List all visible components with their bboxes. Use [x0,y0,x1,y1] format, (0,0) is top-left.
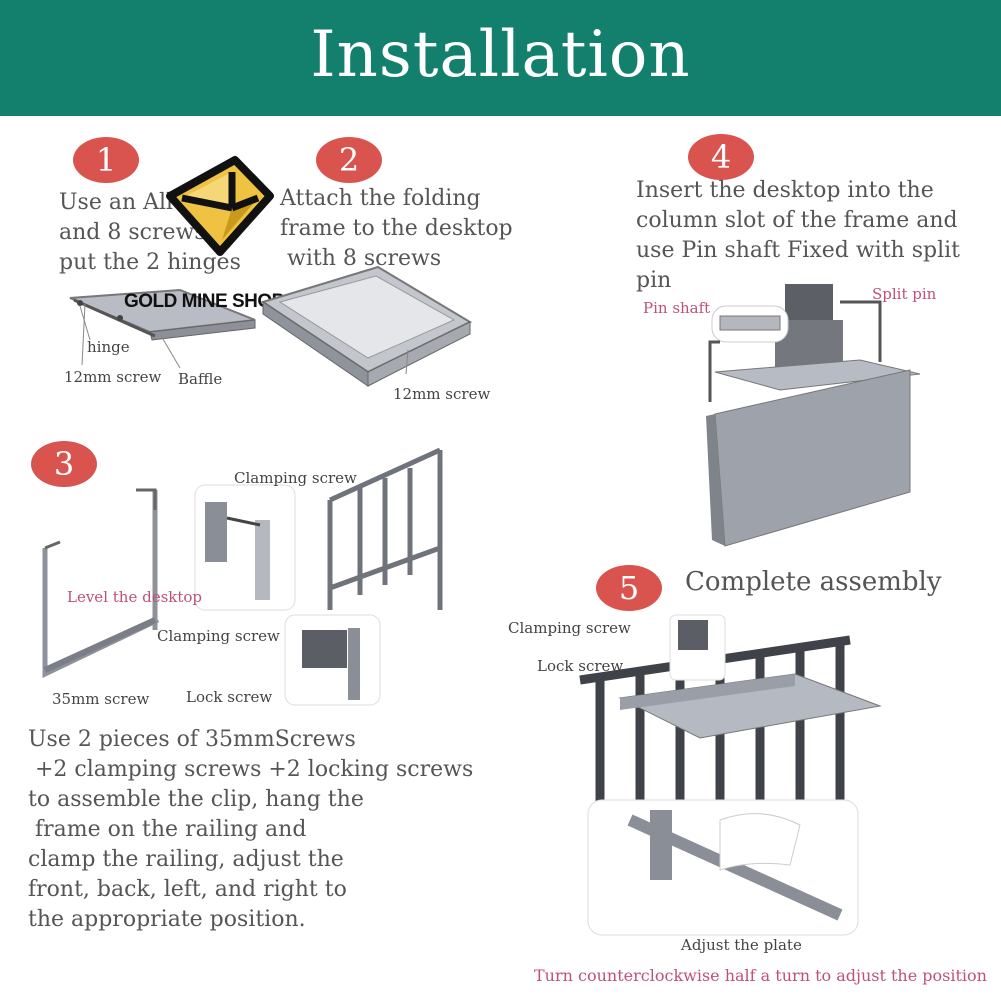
step-2-frame-illustration [260,265,473,387]
step-3-clip-illustration [42,447,443,706]
step-5-label-adjust-plate: Adjust the plate [681,936,802,954]
step-3-instruction: Use 2 pieces of 35mmScrews +2 clamping s… [28,727,474,932]
step-2-badge: 2 [316,137,382,183]
step-4-label-split-pin: Split pin [872,285,937,303]
step-4-label-pin-shaft: Pin shaft [643,299,711,317]
step-3-label-lock-screw: Lock screw [186,688,273,706]
step-1-label-hinge: hinge [87,338,130,356]
step-5-label-clamping-screw: Clamping screw [508,619,631,637]
step-4-instruction: Insert the desktop into the column slot … [636,178,960,293]
step-4-badge: 4 [688,134,754,180]
page-title: Installation [310,18,691,92]
step-2-label-12mm-screw: 12mm screw [393,385,491,403]
step-5-badge: 5 [596,565,662,611]
step-1-badge: 1 [73,137,139,183]
step-1-label-12mm-screw: 12mm screw [64,368,162,386]
watermark-text: GOLD MINE SHOP [124,291,284,312]
step-5-assembly-illustration [579,614,882,936]
step-5-title: Complete assembly [685,567,942,597]
step-4-desktop-illustration [706,284,921,547]
header-banner: Installation [0,0,1001,116]
step-1-label-baffle: Baffle [178,370,223,388]
step-3-label-level-desktop: Level the desktop [67,588,203,606]
step-3-label-clamping-screw-top: Clamping screw [234,469,357,487]
step-2-instruction: Attach the folding frame to the desktop … [280,186,513,271]
step-1-hinge-illustration [69,288,256,369]
step-3-label-clamping-screw: Clamping screw [157,627,280,645]
step-5-note: Turn counterclockwise half a turn to adj… [534,966,987,985]
step-3-badge: 3 [31,441,97,487]
step-5-label-lock-screw: Lock screw [537,657,624,675]
step-3-label-35mm-screw: 35mm screw [52,690,150,708]
gold-mine-shop-logo [166,156,274,256]
